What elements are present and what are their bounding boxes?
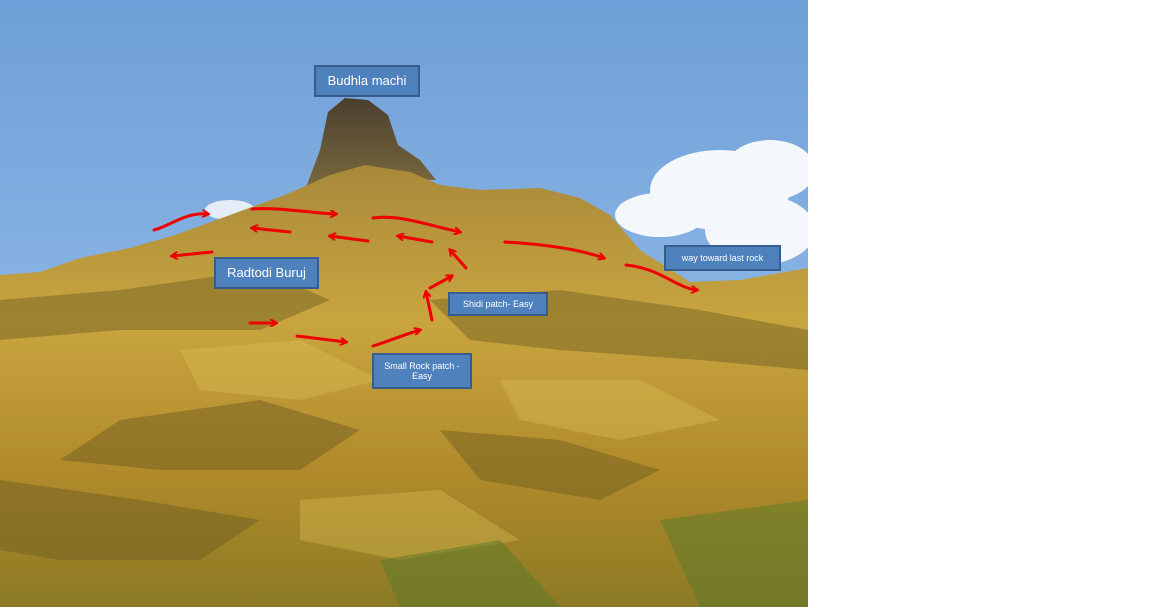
callout-way-toward-last-rock: way toward last rock [664,245,781,271]
route-arrows [152,207,697,348]
vegetation [380,500,808,607]
route-arrow [252,228,292,234]
route-arrow [398,236,434,244]
route-arrow [428,276,452,290]
route-arrow [172,250,214,256]
pinnacle-rock [305,98,436,190]
route-arrow [371,330,420,348]
route-arrow [295,334,346,342]
route-arrow [503,240,604,258]
slope-highlights [180,340,720,560]
callout-small-rock-patch: Small Rock patch - Easy [372,353,472,389]
route-arrow [371,215,460,232]
callout-radtodi-buruj: Radtodi Buruj [214,257,319,289]
callout-shidi-patch: Shidi patch- Easy [448,292,548,316]
route-arrow [152,214,208,232]
route-arrow [624,263,697,290]
route-arrow [250,207,336,214]
route-arrow [450,250,468,270]
route-arrow [426,292,434,322]
route-arrow [330,236,370,243]
callout-budhla-machi: Budhla machi [314,65,420,97]
